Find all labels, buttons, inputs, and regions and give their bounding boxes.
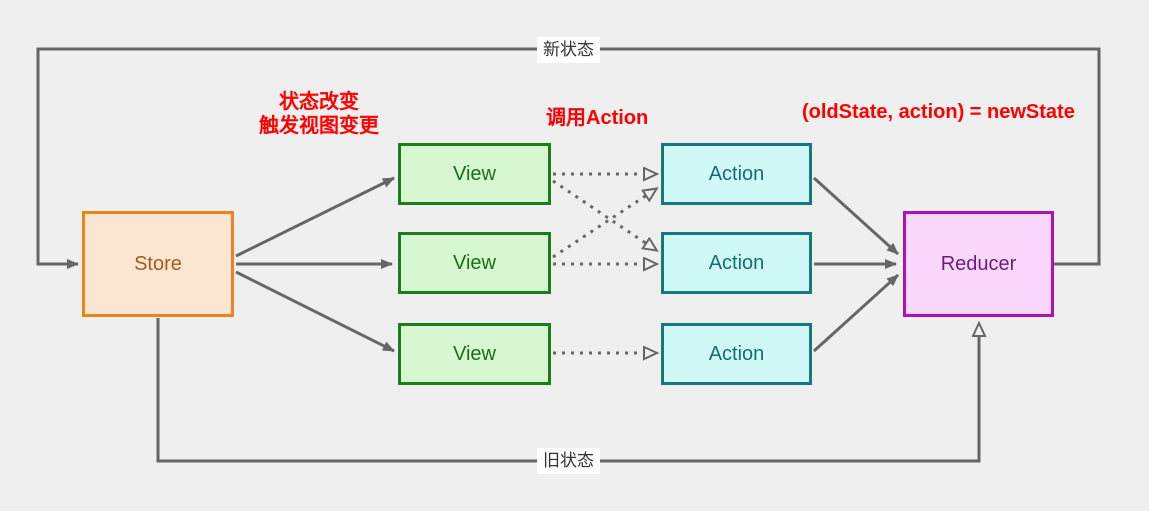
reduce-formula-annotation: (oldState, action) = newState (802, 101, 1075, 123)
arrow-store-to-view-3 (235, 270, 395, 353)
store-node-label: Store (134, 252, 182, 275)
arrow-action3-to-reducer (812, 273, 900, 353)
action-node-2-label: Action (708, 251, 765, 274)
action-node-3: Action (661, 323, 812, 385)
call-action-annotation: 调用Action (546, 107, 649, 129)
arrow-view1-to-action2 (552, 179, 656, 250)
action-node-1-label: Action (708, 162, 765, 185)
view-node-2: View (398, 232, 551, 294)
view-node-1: View (398, 143, 551, 205)
new-state-edge-label: 新状态 (537, 37, 600, 63)
state-change-annotation-line1: 状态改变 (279, 91, 359, 113)
action-node-1: Action (661, 143, 812, 205)
arrow-store-to-view-1 (235, 176, 395, 258)
action-node-2: Action (661, 232, 812, 294)
state-change-annotation: 状态改变 触发视图变更 (238, 90, 400, 138)
reducer-node-label: Reducer (940, 252, 1017, 275)
state-change-annotation-line2: 触发视图变更 (259, 115, 379, 137)
old-state-edge-label: 旧状态 (537, 448, 600, 474)
view-node-3-label: View (453, 342, 496, 365)
arrow-action1-to-reducer (812, 176, 900, 256)
arrow-view2-to-action1 (552, 189, 656, 259)
action-node-3-label: Action (708, 342, 765, 365)
store-node: Store (82, 211, 234, 317)
reducer-node: Reducer (903, 211, 1054, 317)
view-node-1-label: View (453, 162, 496, 185)
arrow-oldstate-store-to-reducer (156, 318, 979, 463)
view-node-2-label: View (453, 251, 496, 274)
view-node-3: View (398, 323, 551, 385)
